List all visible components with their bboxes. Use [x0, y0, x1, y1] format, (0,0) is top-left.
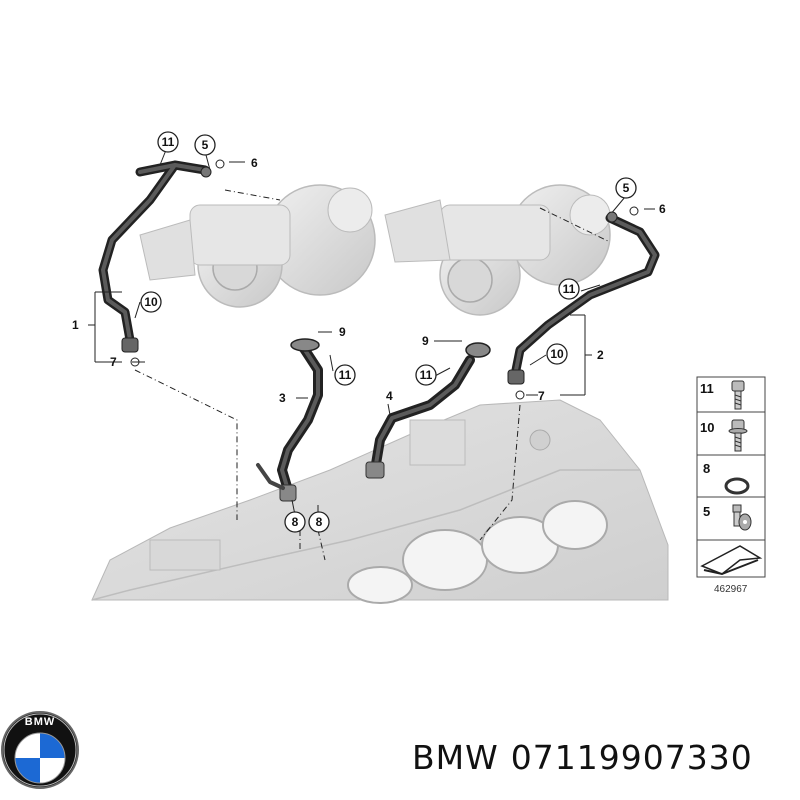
svg-text:11: 11: [700, 381, 714, 396]
svg-text:6: 6: [251, 156, 258, 170]
svg-text:11: 11: [420, 368, 433, 382]
callout-2: 2: [597, 348, 604, 362]
svg-text:5: 5: [202, 138, 209, 152]
svg-text:10: 10: [144, 295, 158, 309]
callout-4: 4: [386, 389, 393, 403]
parts-legend: 11 10 8 5: [696, 376, 766, 578]
cylinder-bore: [402, 529, 488, 591]
assembly-lines: [134, 189, 611, 561]
bolt-washer-icon: [728, 419, 748, 452]
svg-text:8: 8: [703, 461, 710, 476]
callout-10: 10: [140, 291, 162, 313]
part-number: 07119907330: [510, 738, 753, 777]
left-turbocharger: [139, 184, 376, 308]
banjo-bolt-icon: [732, 504, 752, 531]
svg-text:2: 2: [597, 348, 604, 362]
bmw-logo-letters: BMW: [25, 716, 56, 728]
callout-1: 1: [72, 318, 79, 332]
callout-8: 8: [284, 511, 306, 533]
banjo-fittings: [130, 159, 639, 400]
o-ring-icon: [724, 477, 750, 495]
cylinder-bore: [347, 566, 413, 604]
callout-5: 5: [615, 177, 637, 199]
engine-block: [91, 399, 669, 604]
svg-text:9: 9: [422, 334, 429, 348]
svg-text:10: 10: [700, 420, 714, 435]
bmw-logo: BMW: [1, 711, 79, 789]
callout-6: 6: [251, 156, 258, 170]
bolt-icon: [731, 380, 745, 410]
callout-5: 5: [194, 134, 216, 156]
legend-row: 5: [703, 504, 752, 531]
callout-3: 3: [279, 391, 286, 405]
callout-11: 11: [558, 278, 580, 300]
part-caption: BMW 07119907330: [412, 738, 765, 777]
cylinder-bore: [542, 500, 608, 550]
figure-number: 462967: [714, 584, 748, 595]
svg-text:7: 7: [110, 355, 117, 369]
svg-text:3: 3: [279, 391, 286, 405]
svg-text:7: 7: [538, 389, 545, 403]
callout-9: 9: [422, 334, 429, 348]
svg-text:8: 8: [292, 515, 299, 529]
callout-11: 11: [415, 364, 437, 386]
callout-7: 7: [110, 355, 117, 369]
callout-7: 7: [538, 389, 545, 403]
svg-text:11: 11: [162, 135, 175, 149]
callout-11: 11: [334, 364, 356, 386]
legend-row: 11: [700, 380, 745, 410]
svg-text:8: 8: [316, 515, 323, 529]
svg-text:6: 6: [659, 202, 666, 216]
oil-line-1: [98, 160, 210, 353]
svg-text:9: 9: [339, 325, 346, 339]
callout-9: 9: [339, 325, 346, 339]
callout-10: 10: [546, 343, 568, 365]
flange-gasket-right: [465, 342, 491, 358]
legend-row: 8: [703, 461, 750, 495]
callout-11: 11: [157, 131, 179, 153]
callout-8: 8: [308, 511, 330, 533]
svg-text:5: 5: [703, 504, 710, 519]
svg-text:11: 11: [563, 282, 576, 296]
svg-text:1: 1: [72, 318, 79, 332]
oil-line-4: [365, 355, 475, 479]
oil-line-3: [256, 342, 323, 502]
brand-name: BMW: [412, 738, 499, 777]
svg-text:11: 11: [339, 368, 352, 382]
svg-text:10: 10: [550, 347, 564, 361]
callout-6: 6: [659, 202, 666, 216]
svg-text:5: 5: [623, 181, 630, 195]
oil-line-2: [507, 213, 660, 385]
arrow-icon: [700, 545, 763, 576]
svg-text:4: 4: [386, 389, 393, 403]
legend-row: 10: [700, 419, 748, 452]
flange-gasket-left: [290, 338, 320, 352]
